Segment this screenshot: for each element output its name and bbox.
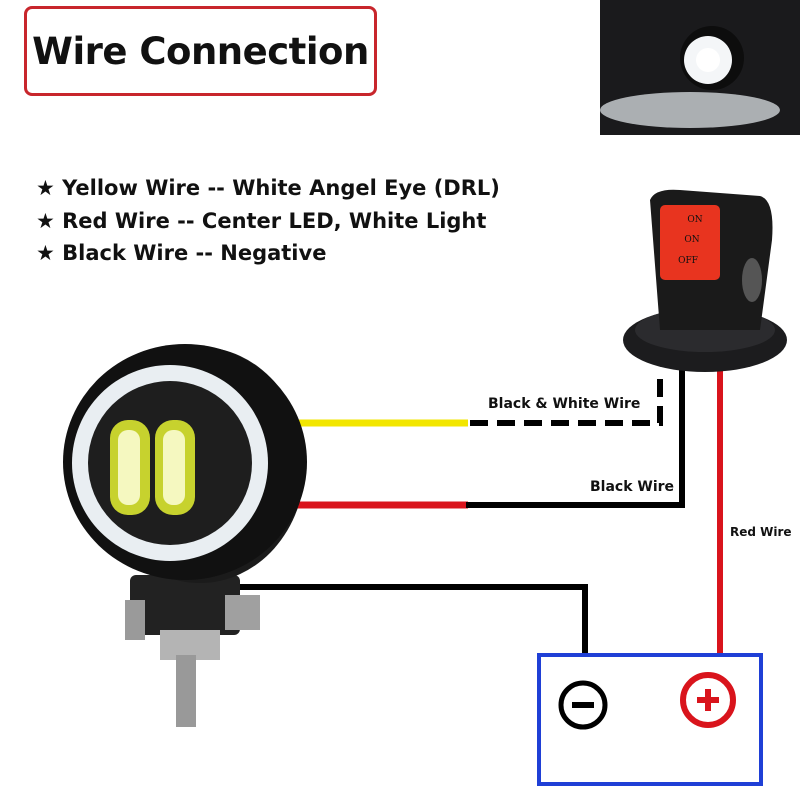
negative-wire xyxy=(238,584,588,655)
title-box: Wire Connection xyxy=(24,6,377,96)
wire-legend: ★ Yellow Wire -- White Angel Eye (DRL) ★… xyxy=(36,172,500,270)
battery xyxy=(537,653,763,786)
black-wire-switch xyxy=(466,370,685,508)
led-lamp xyxy=(63,344,307,727)
switch-label-off: OFF xyxy=(678,256,698,266)
label-black-white-wire: Black & White Wire xyxy=(488,396,641,412)
note-red: ★ Red Wire -- Center LED, White Light xyxy=(36,208,487,233)
title: Wire Connection xyxy=(32,29,369,73)
note-yellow: ★ Yellow Wire -- White Angel Eye (DRL) xyxy=(36,176,500,200)
label-black-wire: Black Wire xyxy=(590,479,675,495)
switch-label-on-2: ON xyxy=(684,235,699,245)
product-photo xyxy=(600,0,800,135)
label-red-wire: Red Wire xyxy=(730,525,792,539)
on-off-switch: ON ON OFF xyxy=(623,189,787,372)
black-white-wire xyxy=(470,375,663,426)
note-black: ★ Black Wire -- Negative xyxy=(36,241,327,265)
switch-label-on-1: ON xyxy=(687,215,702,225)
